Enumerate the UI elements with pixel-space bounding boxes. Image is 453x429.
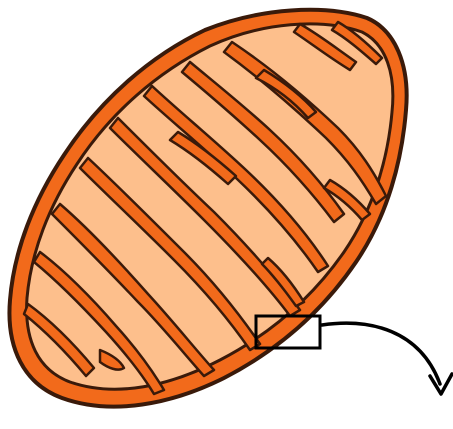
zoom-arrow [322, 323, 452, 394]
